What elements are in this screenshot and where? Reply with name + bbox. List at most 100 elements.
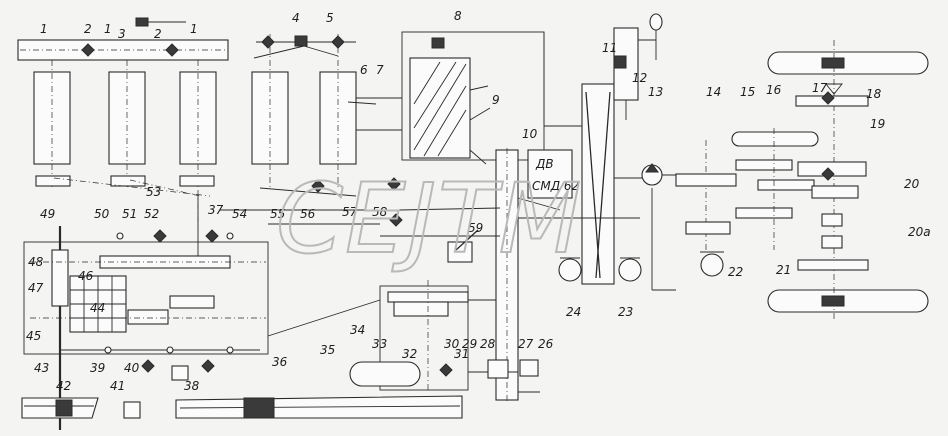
gear-20c xyxy=(797,259,869,271)
callout-label: 40 xyxy=(124,361,140,375)
connecting-lines xyxy=(53,97,540,393)
callout-label: 28 xyxy=(480,337,496,351)
callout-label: 49 xyxy=(40,207,55,221)
gear-16b xyxy=(757,179,815,191)
callout-label: 14 xyxy=(706,85,721,99)
callout-label: 1 xyxy=(104,22,112,36)
callout-label: 3 xyxy=(118,27,126,41)
callout-label: 46 xyxy=(78,269,94,283)
callout-label: 29 xyxy=(462,337,477,351)
callout-label: 23 xyxy=(618,305,633,319)
callout-label: 10 xyxy=(522,127,538,141)
engine-label-dv: ДВ xyxy=(535,157,554,171)
callout-label: 1 xyxy=(190,22,198,36)
callout-label: 2 xyxy=(154,27,162,41)
watermark-logo: CEJTM xyxy=(276,163,583,275)
top-shaft-beam xyxy=(17,39,229,61)
gearbox-left xyxy=(23,226,269,430)
roller-group-left xyxy=(17,17,229,230)
gear-train-14-16 xyxy=(675,128,819,277)
wheel-axle xyxy=(767,40,929,322)
callout-label: 56 xyxy=(300,207,316,221)
callout-label: 13 xyxy=(648,85,663,99)
engine-drive xyxy=(495,13,700,402)
bracket-42 xyxy=(123,401,141,419)
callout-label: 19 xyxy=(870,117,885,131)
callout-label: 43 xyxy=(34,361,49,375)
valve-27 xyxy=(519,359,539,377)
callout-label: 31 xyxy=(454,347,469,361)
callout-label: 41 xyxy=(110,379,125,393)
callout-label: 33 xyxy=(372,337,387,351)
coupling-39 xyxy=(171,365,189,381)
engine-label-smd: СМД 62 xyxy=(532,179,579,193)
engine-smd62 xyxy=(527,149,573,199)
callout-label: 34 xyxy=(350,323,365,337)
gear-20b xyxy=(811,185,859,199)
gear-16c xyxy=(735,207,793,219)
shaft-15 xyxy=(731,131,819,147)
gearbox-35 xyxy=(379,285,469,391)
callout-label: 36 xyxy=(272,355,288,369)
callout-label: 58 xyxy=(372,205,388,219)
gear-45 xyxy=(127,309,169,325)
gear-14a xyxy=(675,173,737,187)
callout-label: 9 xyxy=(492,93,500,107)
callout-label: 27 xyxy=(518,337,534,351)
hydro-motor-22 xyxy=(700,253,724,277)
callout-label: 21 xyxy=(776,263,791,277)
callout-label: 16 xyxy=(766,83,782,97)
callout-label: 54 xyxy=(232,207,247,221)
callout-label: 44 xyxy=(90,301,105,315)
callout-label: 2 xyxy=(84,22,92,36)
gear-14b xyxy=(685,221,731,235)
callout-label: 6 xyxy=(360,63,368,77)
callout-label: 20a xyxy=(908,225,931,239)
callout-label: 12 xyxy=(632,71,647,85)
callout-label: 32 xyxy=(402,347,417,361)
callout-label: 7 xyxy=(376,63,384,77)
joint-marks xyxy=(81,35,835,377)
tensioner-3 xyxy=(135,17,149,27)
lever-12 xyxy=(649,13,663,31)
callout-label: 55 xyxy=(270,207,285,221)
gearbox-housing xyxy=(23,241,269,355)
gear-39a xyxy=(169,295,215,309)
callout-label: 59 xyxy=(468,221,483,235)
gear-16a xyxy=(735,159,793,171)
valve-29 xyxy=(487,359,509,379)
callout-label: 4 xyxy=(292,11,300,25)
hydro-motor-23 xyxy=(618,258,642,282)
callout-label: 5 xyxy=(326,11,334,25)
callout-label: 47 xyxy=(28,281,44,295)
callout-label: 52 xyxy=(144,207,159,221)
drum-assembly-9 xyxy=(401,31,584,165)
callout-label: 53 xyxy=(146,185,161,199)
callout-label: 35 xyxy=(320,343,335,357)
callout-label: 51 xyxy=(122,207,137,221)
callout-label: 1 xyxy=(40,22,48,36)
frame-rails xyxy=(21,395,463,419)
callout-label: 57 xyxy=(342,205,358,219)
callout-label: 30 xyxy=(444,337,460,351)
callout-label: 17 xyxy=(812,81,828,95)
drive-8 xyxy=(431,37,445,49)
gear-train-lower xyxy=(349,229,539,392)
hydro-motor-24 xyxy=(558,258,582,282)
callout-label: 8 xyxy=(454,9,462,23)
shaft-49 xyxy=(51,249,69,307)
callout-label: 50 xyxy=(94,207,110,221)
wheel-bottom xyxy=(767,289,929,313)
callout-label: 26 xyxy=(538,337,554,351)
callout-label: 48 xyxy=(28,255,44,269)
roller-group-middle xyxy=(251,34,357,190)
callout-label: 38 xyxy=(184,379,200,393)
callout-label: 22 xyxy=(728,265,743,279)
callout-label: 11 xyxy=(602,41,617,55)
callout-label: 24 xyxy=(566,305,581,319)
callout-label: 45 xyxy=(26,329,41,343)
callout-label: 39 xyxy=(90,361,105,375)
callout-labels: 1 2 3 2 1 1 4 5 6 7 8 9 10 11 12 13 14 1… xyxy=(26,9,931,393)
wheel-36 xyxy=(349,361,421,387)
